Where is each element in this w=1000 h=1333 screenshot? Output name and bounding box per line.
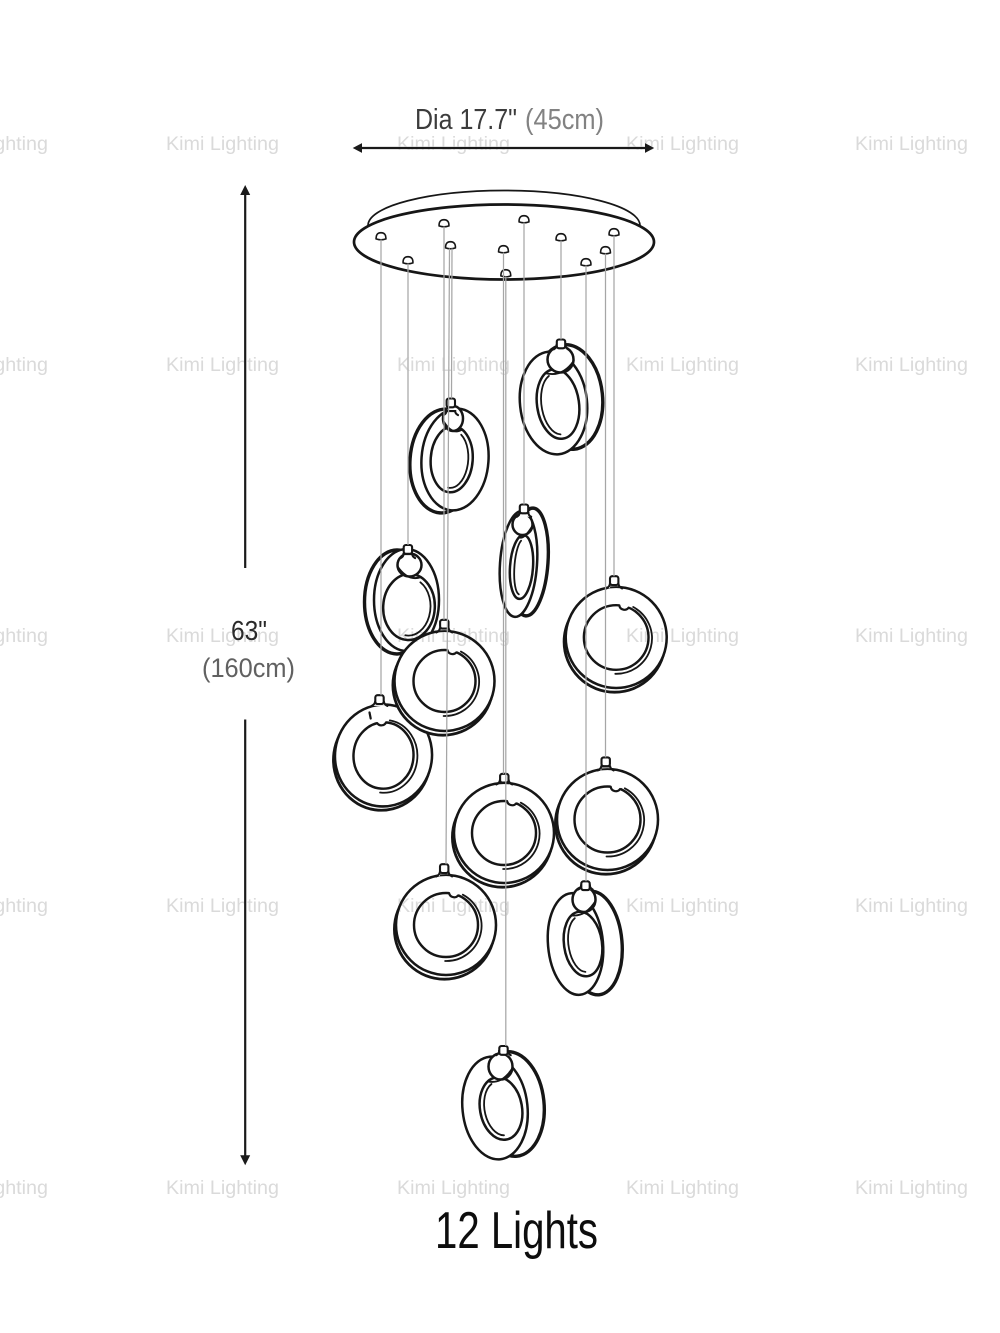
svg-text:Kimi Lighting: Kimi Lighting (0, 354, 48, 376)
svg-text:Kimi Lighting: Kimi Lighting (0, 1177, 48, 1199)
svg-text:Kimi Lighting: Kimi Lighting (626, 625, 739, 647)
svg-text:Kimi Lighting: Kimi Lighting (166, 354, 279, 376)
svg-text:Kimi Lighting: Kimi Lighting (626, 133, 739, 155)
svg-text:Kimi Lighting: Kimi Lighting (397, 133, 510, 155)
svg-text:12 Lights: 12 Lights (435, 1202, 598, 1260)
svg-text:Kimi Lighting: Kimi Lighting (855, 133, 968, 155)
svg-text:Kimi Lighting: Kimi Lighting (0, 895, 48, 917)
svg-text:Dia 17.7": Dia 17.7" (415, 104, 517, 136)
svg-text:Kimi Lighting: Kimi Lighting (0, 625, 48, 647)
svg-text:Kimi Lighting: Kimi Lighting (166, 1177, 279, 1199)
svg-text:(160cm): (160cm) (202, 653, 295, 683)
svg-text:Kimi Lighting: Kimi Lighting (626, 354, 739, 376)
svg-text:Kimi Lighting: Kimi Lighting (397, 625, 510, 647)
svg-text:63": 63" (231, 615, 267, 646)
svg-text:Kimi Lighting: Kimi Lighting (626, 1177, 739, 1199)
svg-text:Kimi Lighting: Kimi Lighting (855, 1177, 968, 1199)
svg-text:Kimi Lighting: Kimi Lighting (166, 625, 279, 647)
svg-text:Kimi Lighting: Kimi Lighting (397, 1177, 510, 1199)
svg-text:Kimi Lighting: Kimi Lighting (0, 133, 48, 155)
svg-text:Kimi Lighting: Kimi Lighting (855, 354, 968, 376)
svg-text:(45cm): (45cm) (525, 104, 604, 136)
svg-text:Kimi Lighting: Kimi Lighting (626, 895, 739, 917)
svg-text:Kimi Lighting: Kimi Lighting (166, 895, 279, 917)
svg-text:Kimi Lighting: Kimi Lighting (166, 133, 279, 155)
svg-text:Kimi Lighting: Kimi Lighting (397, 895, 510, 917)
svg-text:Kimi Lighting: Kimi Lighting (855, 625, 968, 647)
svg-text:Kimi Lighting: Kimi Lighting (397, 354, 510, 376)
svg-text:Kimi Lighting: Kimi Lighting (855, 895, 968, 917)
